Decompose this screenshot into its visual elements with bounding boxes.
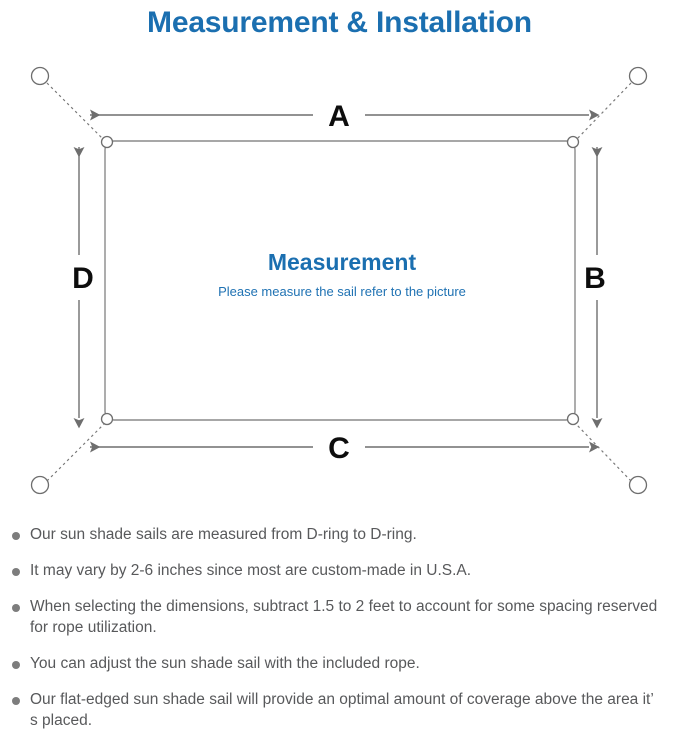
list-item: You can adjust the sun shade sail with t… [0, 653, 679, 674]
dimension-label-b: B [584, 262, 606, 295]
dimension-label-c: C [328, 432, 350, 465]
page-title: Measurement & Installation [147, 6, 532, 39]
list-item-text: It may vary by 2-6 inches since most are… [30, 562, 472, 579]
list-item: When selecting the dimensions, subtract … [0, 596, 679, 638]
dimension-label-d: D [72, 262, 94, 295]
anchor-point-top-right [628, 66, 648, 86]
bullet-dot-icon [12, 661, 20, 669]
anchor-point-bottom-right [628, 475, 648, 495]
bullet-dot-icon [12, 697, 20, 705]
bullet-dot-icon [12, 604, 20, 612]
dimension-arrows [73, 109, 603, 453]
rope-lines [46, 82, 632, 482]
bullet-dot-icon [12, 568, 20, 576]
rope-line-bottom-left [46, 423, 105, 482]
rope-line-bottom-right [575, 423, 632, 482]
diagram-center-subtitle: Please measure the sail refer to the pic… [218, 284, 466, 299]
d-ring-top-left [100, 135, 114, 149]
anchor-point-top-left [30, 66, 50, 86]
anchor-point-bottom-left [30, 475, 50, 495]
list-item-text: Our flat-edged sun shade sail will provi… [30, 691, 654, 729]
d-rings [100, 135, 580, 426]
bullet-dot-icon [12, 532, 20, 540]
diagram-center-title: Measurement [268, 249, 417, 275]
list-item: It may vary by 2-6 inches since most are… [0, 560, 679, 581]
list-item-text: Our sun shade sails are measured from D-… [30, 526, 417, 543]
sail-shape [104, 140, 576, 421]
anchor-points [30, 66, 648, 495]
d-ring-bottom-left [100, 412, 114, 426]
sail-measurement-diagram: A B C D Measurement Please measure the s… [0, 52, 679, 512]
dimension-label-a: A [328, 100, 350, 133]
list-item-text: You can adjust the sun shade sail with t… [30, 655, 420, 672]
notes-list: Our sun shade sails are measured from D-… [0, 524, 679, 746]
list-item: Our sun shade sails are measured from D-… [0, 524, 679, 545]
rope-line-top-right [575, 82, 632, 141]
d-ring-top-right [566, 135, 580, 149]
diagram-svg: A B C D Measurement Please measure the s… [30, 66, 648, 495]
list-item-text: When selecting the dimensions, subtract … [30, 598, 658, 636]
rope-line-top-left [46, 82, 105, 141]
d-ring-bottom-right [566, 412, 580, 426]
list-item: Our flat-edged sun shade sail will provi… [0, 689, 679, 731]
